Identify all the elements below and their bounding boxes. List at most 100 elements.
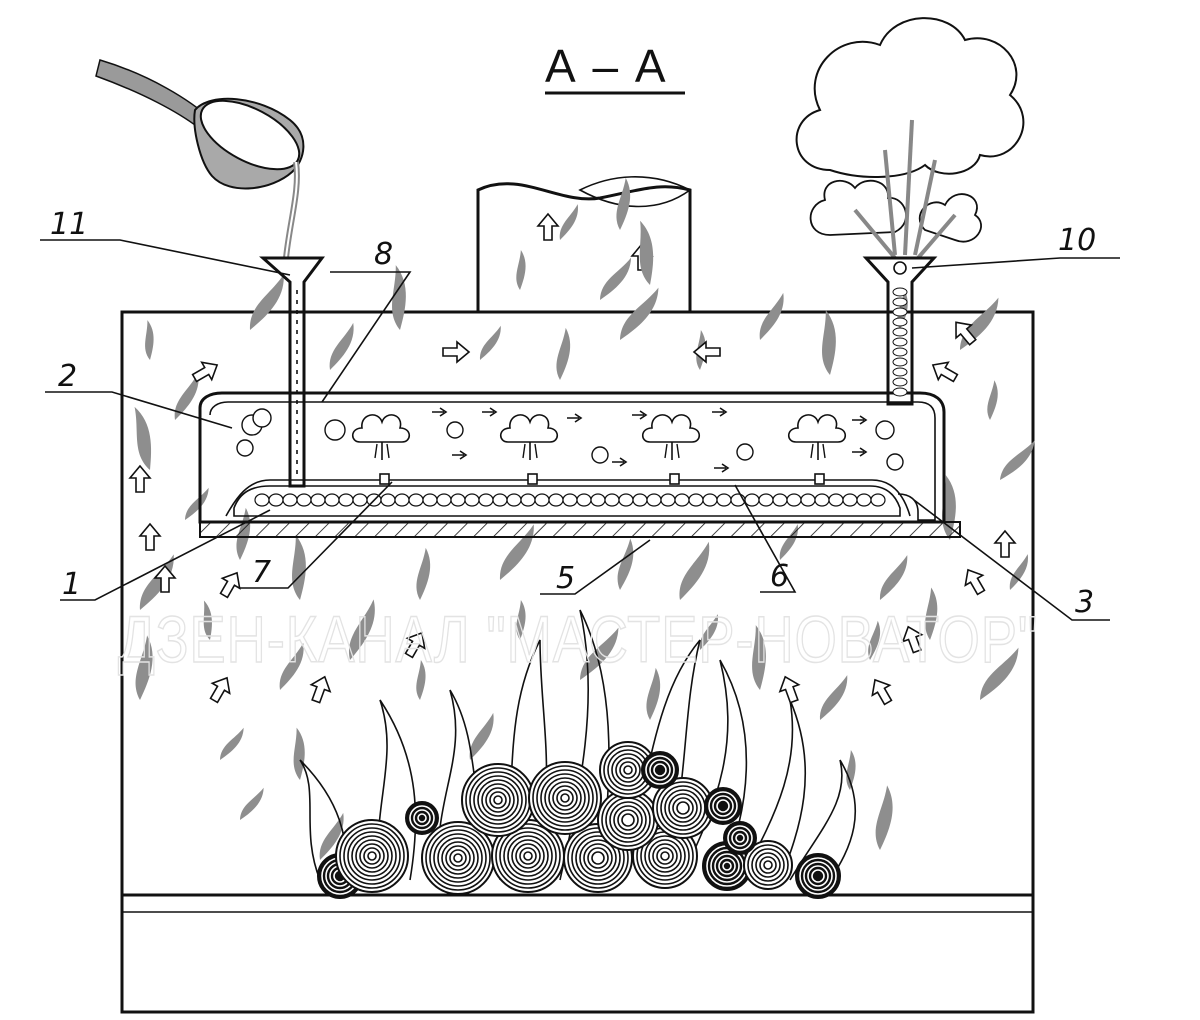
- flame-leaf: [117, 405, 168, 471]
- gas-flow-arrow: [927, 355, 962, 388]
- water-inlet-funnel: [259, 256, 325, 488]
- flame-leaf: [218, 723, 246, 765]
- water-bead: [716, 493, 732, 507]
- callout-10: 10: [1058, 223, 1096, 258]
- log: [723, 821, 757, 855]
- log: [405, 801, 439, 835]
- flame-leaf: [806, 309, 850, 376]
- flow-arrow: [451, 450, 467, 460]
- water-bead: [660, 493, 676, 507]
- callout-6: 6: [770, 559, 789, 594]
- callout-7: 7: [252, 555, 271, 590]
- steam-bubble: [892, 387, 908, 397]
- log: [461, 763, 535, 837]
- flame-leaf: [598, 252, 633, 306]
- callout-3: 3: [1075, 585, 1094, 620]
- log: [795, 853, 841, 899]
- callout-8: 8: [374, 237, 393, 272]
- flame-leaf: [276, 534, 320, 601]
- gas-flow-arrow: [204, 672, 237, 707]
- water-bead: [422, 493, 438, 507]
- water-bead: [772, 493, 788, 507]
- flame-leaf: [618, 280, 661, 348]
- water-bead: [786, 493, 802, 507]
- flame-leaf: [982, 379, 1003, 421]
- flame-leaf: [183, 483, 211, 525]
- flame-leaf: [867, 784, 901, 851]
- steam-bubble: [892, 347, 908, 357]
- water-bead: [856, 493, 872, 507]
- flame-leaf: [678, 538, 712, 604]
- water-bead: [282, 493, 298, 507]
- flame-leaf: [818, 670, 850, 725]
- callout-11: 11: [50, 207, 88, 242]
- water-bead: [520, 493, 536, 507]
- water-bead: [478, 493, 494, 507]
- water-bead: [408, 493, 424, 507]
- steam-bubble: [892, 297, 908, 307]
- flame-leaf: [409, 547, 437, 601]
- steam-bubble: [892, 367, 908, 377]
- water-bead: [632, 493, 648, 507]
- log: [421, 821, 495, 895]
- water-bead: [702, 493, 718, 507]
- water-bead: [464, 493, 480, 507]
- gas-flow-arrow: [305, 672, 335, 706]
- gas-flow-arrow: [958, 564, 991, 599]
- steam-chamber: [198, 391, 961, 538]
- steam-bubble: [892, 357, 908, 367]
- callout-5: 5: [556, 561, 575, 596]
- steam-bubble: [892, 287, 908, 297]
- gas-flow-arrow: [775, 672, 805, 706]
- water-bead: [352, 493, 368, 507]
- flame-leaf: [478, 322, 503, 364]
- water-bead: [394, 493, 410, 507]
- callout-1: 1: [62, 567, 81, 602]
- section-title: А – А: [545, 40, 668, 92]
- log: [335, 819, 409, 893]
- log: [743, 840, 793, 890]
- water-bead: [562, 493, 578, 507]
- flame-leaf: [758, 290, 786, 343]
- water-bead: [590, 493, 606, 507]
- steam-bubble: [892, 327, 908, 337]
- water-bead: [758, 493, 774, 507]
- flame-leaf: [328, 320, 356, 373]
- flow-arrow: [631, 410, 647, 420]
- stove-body: [120, 310, 1035, 1014]
- water-bead: [646, 493, 662, 507]
- water-bead: [870, 493, 886, 507]
- water-bead: [604, 493, 620, 507]
- log: [704, 787, 742, 825]
- water-bead: [800, 493, 816, 507]
- water-bead: [324, 493, 340, 507]
- water-bead: [254, 493, 270, 507]
- gas-flow-arrow: [994, 530, 1016, 558]
- water-bead: [436, 493, 452, 507]
- flame-leaf: [468, 710, 496, 763]
- ladle-icon: [95, 59, 305, 259]
- log-icon: [317, 741, 841, 899]
- water-bead: [492, 493, 508, 507]
- water-bead: [674, 493, 690, 507]
- steam-outlet-funnel: [862, 256, 938, 406]
- steam-bubble: [892, 337, 908, 347]
- gas-flow-arrow: [442, 341, 470, 363]
- water-bead: [380, 493, 396, 507]
- water-bead: [842, 493, 858, 507]
- flame-leaf: [376, 264, 420, 331]
- water-bead: [534, 493, 550, 507]
- water-bead: [338, 493, 354, 507]
- log: [528, 761, 602, 835]
- flame-leaf: [281, 726, 316, 781]
- chimney-pipe: [476, 176, 692, 312]
- water-bead: [296, 493, 312, 507]
- gas-flow-arrow: [214, 567, 247, 602]
- flame-tongue: [789, 759, 856, 881]
- watermark-text: ДЗЕН-КАНАЛ "МАСТЕР-НОВАТОР": [118, 602, 1038, 676]
- leader-lines: [40, 239, 1120, 621]
- water-bead: [618, 493, 634, 507]
- flame-leaf: [621, 219, 669, 286]
- flow-arrow: [851, 447, 867, 457]
- flow-arrow: [481, 407, 497, 417]
